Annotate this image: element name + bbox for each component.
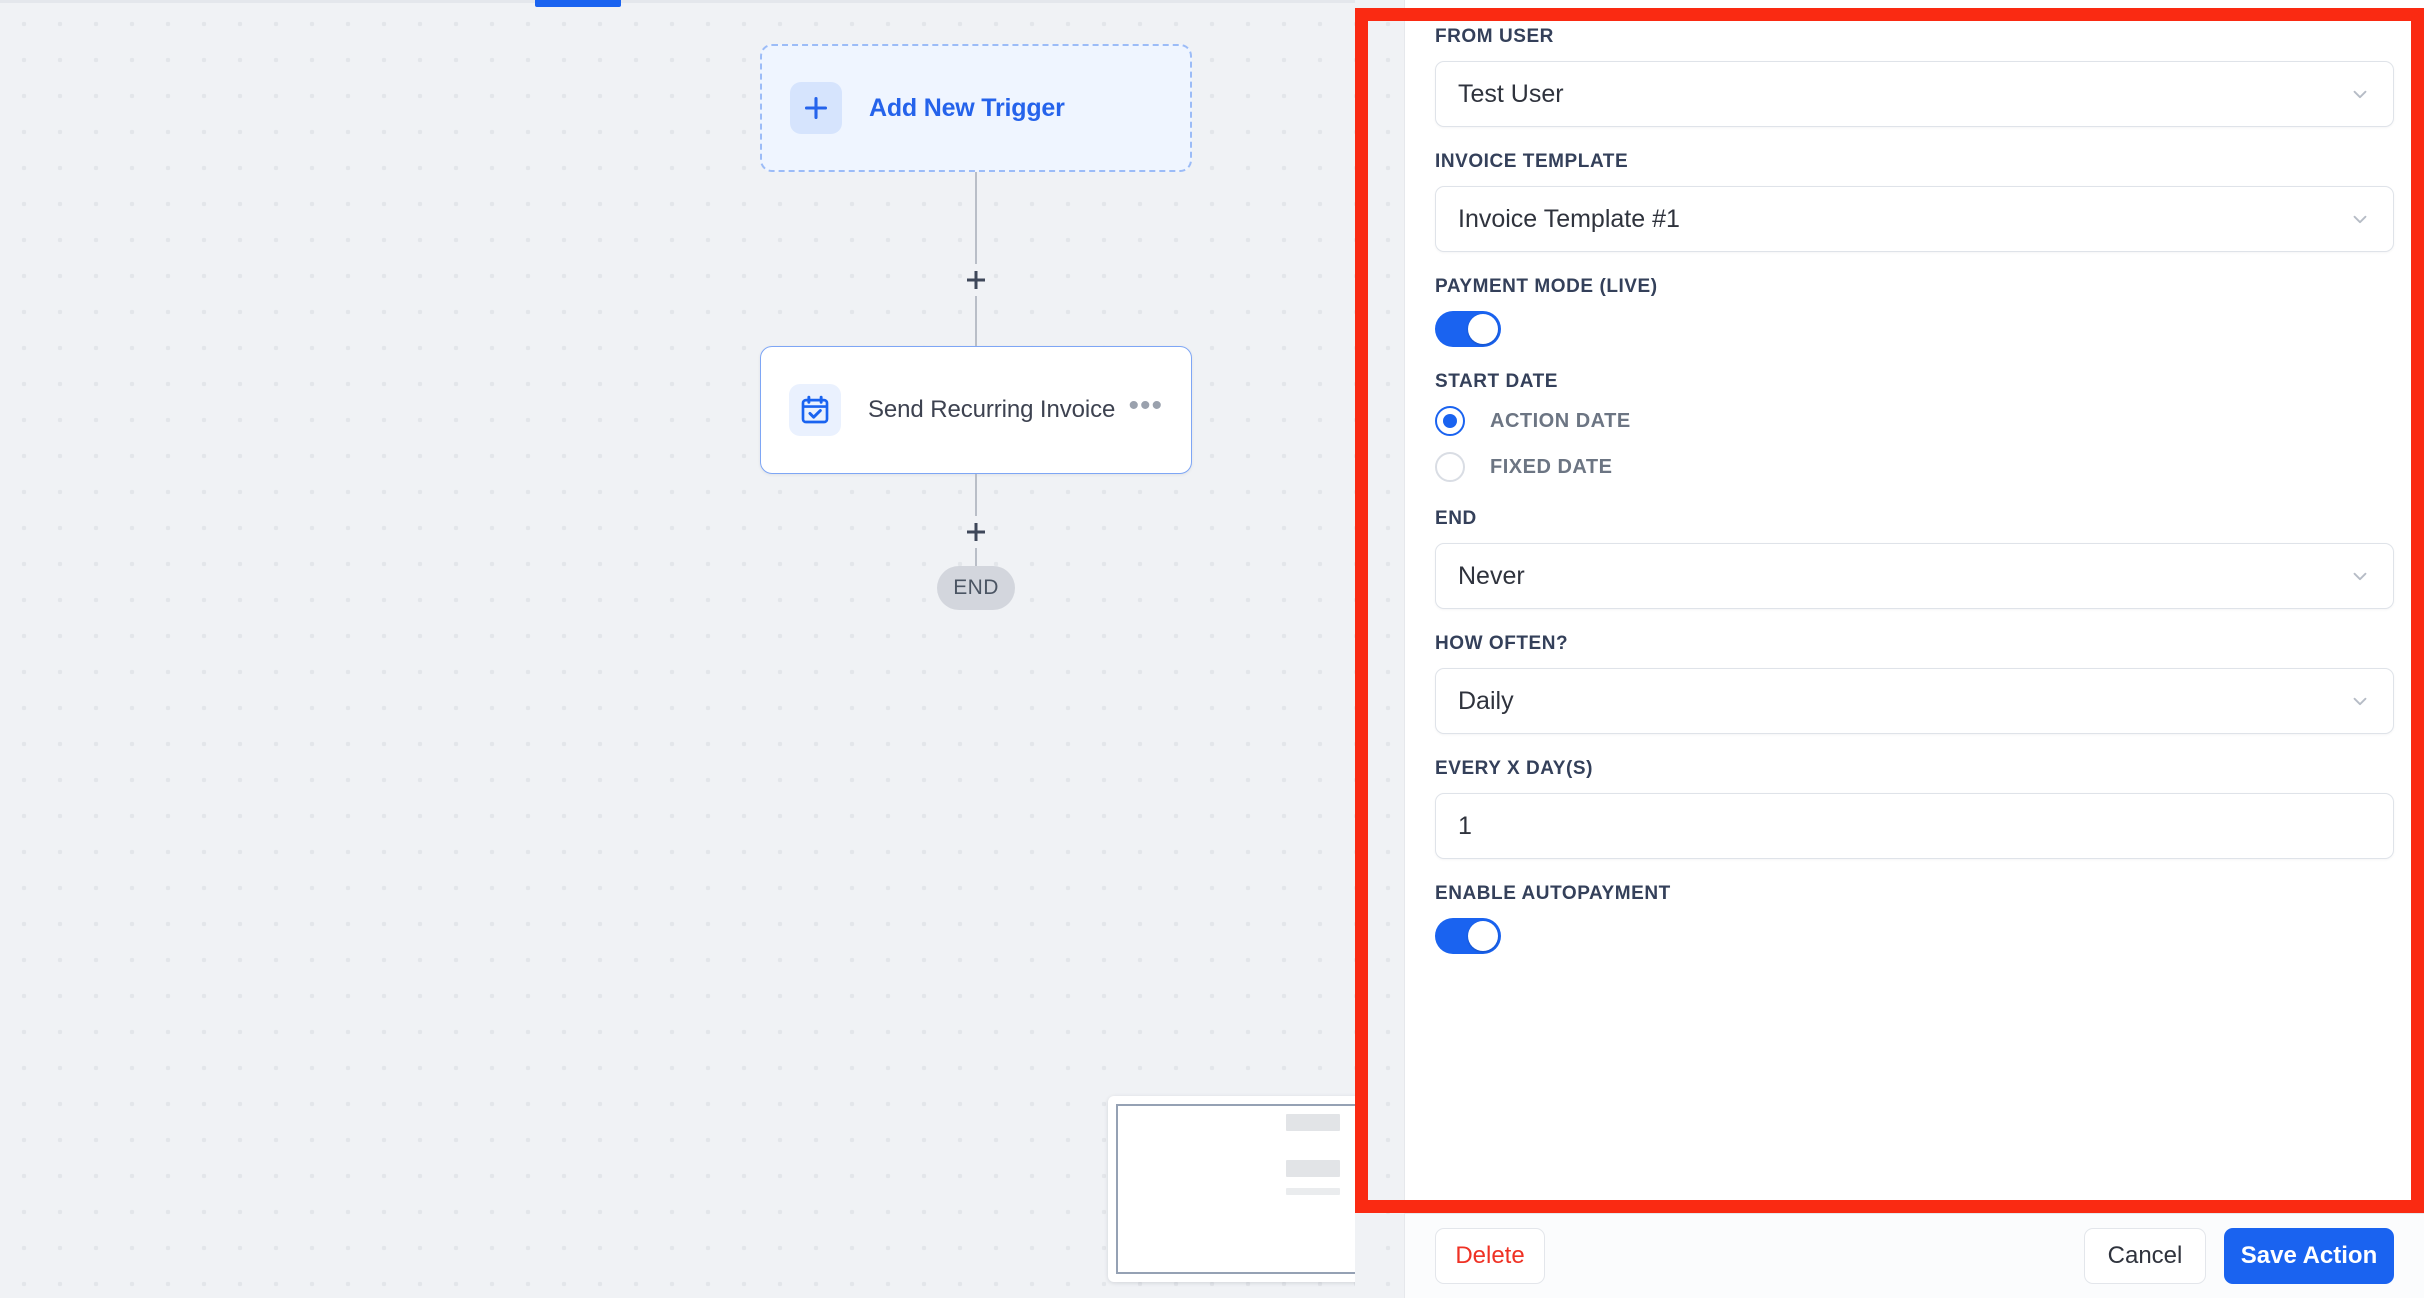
chevron-down-icon [2349,83,2371,105]
every-x-days-input[interactable]: 1 [1435,793,2394,859]
connector-bottom [760,474,1192,566]
invoice-template-value: Invoice Template #1 [1458,204,1680,233]
how-often-label: HOW OFTEN? [1435,633,1569,654]
field-payment-mode: PAYMENT MODE (LIVE) [1435,276,2394,347]
canvas-top-divider [0,0,1404,3]
minimap-node-3 [1286,1188,1340,1195]
connector-top [760,172,1192,346]
how-often-value: Daily [1458,686,1514,715]
from-user-label: FROM USER [1435,26,1554,47]
how-often-select[interactable]: Daily [1435,668,2394,734]
field-end: END Never [1435,508,2394,609]
panel-form-body: FROM USER Test User INVOICE TEMPLATE [1405,0,2424,1213]
payment-mode-label: PAYMENT MODE (LIVE) [1435,276,1658,297]
active-tab-indicator[interactable] [535,0,621,7]
radio-action-date-label: ACTION DATE [1490,409,1631,432]
add-new-trigger-label: Add New Trigger [869,93,1065,122]
radio-action-date[interactable]: ACTION DATE [1435,406,2394,436]
minimap-node-2 [1286,1160,1340,1177]
radio-action-date-control[interactable] [1435,406,1465,436]
field-enable-autopayment: ENABLE AUTOPAYMENT [1435,883,2394,954]
field-every-x-days: EVERY X DAY(S) 1 [1435,758,2394,859]
action-node-label: Send Recurring Invoice [868,396,1116,423]
chevron-down-icon [2349,690,2371,712]
field-how-often: HOW OFTEN? Daily [1435,633,2394,734]
start-date-label: START DATE [1435,371,1559,392]
save-action-button[interactable]: Save Action [2224,1228,2394,1284]
workflow-flow: Add New Trigger [760,44,1192,610]
field-start-date: START DATE ACTION DATE FIXED DATE [1435,371,2394,508]
radio-fixed-date-control[interactable] [1435,452,1465,482]
action-config-panel: FROM USER Test User INVOICE TEMPLATE [1404,0,2424,1298]
radio-fixed-date[interactable]: FIXED DATE [1435,452,2394,482]
chevron-down-icon [2349,565,2371,587]
calendar-check-icon [789,384,841,436]
end-select[interactable]: Never [1435,543,2394,609]
add-step-button-top[interactable] [960,264,992,296]
toggle-knob [1468,314,1498,344]
end-label: END [1435,508,1477,529]
panel-footer: Delete Cancel Save Action [1405,1213,2424,1298]
payment-mode-toggle[interactable] [1435,311,1501,347]
enable-autopayment-label: ENABLE AUTOPAYMENT [1435,883,1671,904]
from-user-value: Test User [1458,79,1564,108]
ellipsis-icon[interactable]: ••• [1128,389,1163,422]
plus-icon [790,82,842,134]
send-recurring-invoice-node[interactable]: Send Recurring Invoice ••• [760,346,1192,474]
from-user-select[interactable]: Test User [1435,61,2394,127]
invoice-template-label: INVOICE TEMPLATE [1435,151,1629,172]
add-new-trigger-node[interactable]: Add New Trigger [760,44,1192,172]
invoice-template-select[interactable]: Invoice Template #1 [1435,186,2394,252]
minimap-viewport [1116,1104,1366,1274]
add-step-button-bottom[interactable] [960,516,992,548]
every-x-days-label: EVERY X DAY(S) [1435,758,1593,779]
toggle-knob [1468,921,1498,951]
end-node: END [937,566,1015,610]
delete-button[interactable]: Delete [1435,1228,1545,1284]
action-config-panel-wrap: FROM USER Test User INVOICE TEMPLATE [1355,0,2424,1298]
field-from-user: FROM USER Test User [1435,26,2394,127]
minimap-node-1 [1286,1114,1340,1131]
enable-autopayment-toggle[interactable] [1435,918,1501,954]
chevron-down-icon [2349,208,2371,230]
minimap[interactable] [1108,1096,1374,1282]
end-value: Never [1458,561,1525,590]
cancel-button[interactable]: Cancel [2084,1228,2206,1284]
radio-fixed-date-label: FIXED DATE [1490,455,1613,478]
workflow-canvas[interactable]: Add New Trigger [0,0,1404,1298]
panel-canvas-gap [1355,0,1404,1298]
field-invoice-template: INVOICE TEMPLATE Invoice Template #1 [1435,151,2394,252]
